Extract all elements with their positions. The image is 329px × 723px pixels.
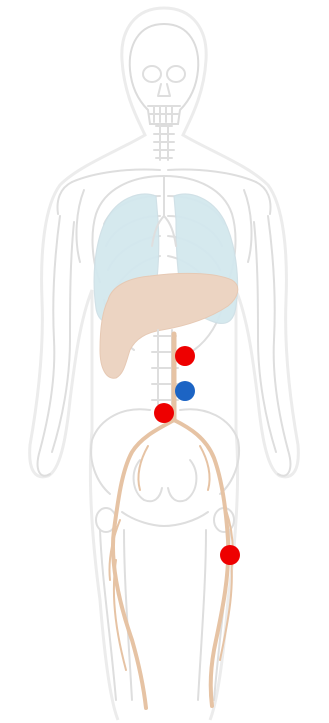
liver <box>100 273 238 378</box>
marker-red-abdominal-upper <box>175 346 195 366</box>
internal-iliac-branches <box>138 446 209 490</box>
right-iliac-femoral-artery <box>113 420 174 708</box>
cervical-spine <box>154 124 174 160</box>
skull <box>130 24 198 124</box>
marker-red-left-thigh <box>220 545 240 565</box>
marker-blue-abdominal <box>175 381 195 401</box>
marker-red-bifurcation <box>154 403 174 423</box>
arms <box>38 216 291 476</box>
